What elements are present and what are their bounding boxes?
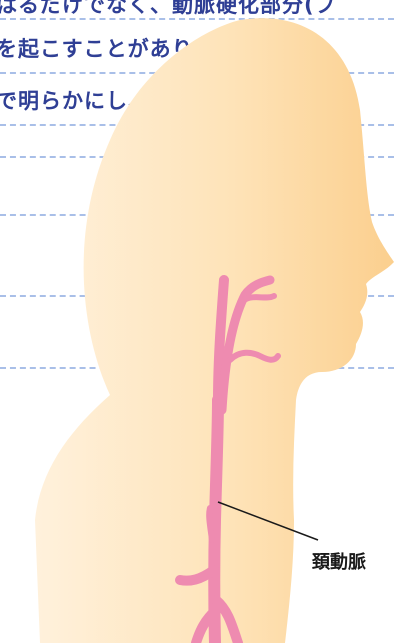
carotid-artery-label: 頚動脈 (312, 548, 366, 574)
